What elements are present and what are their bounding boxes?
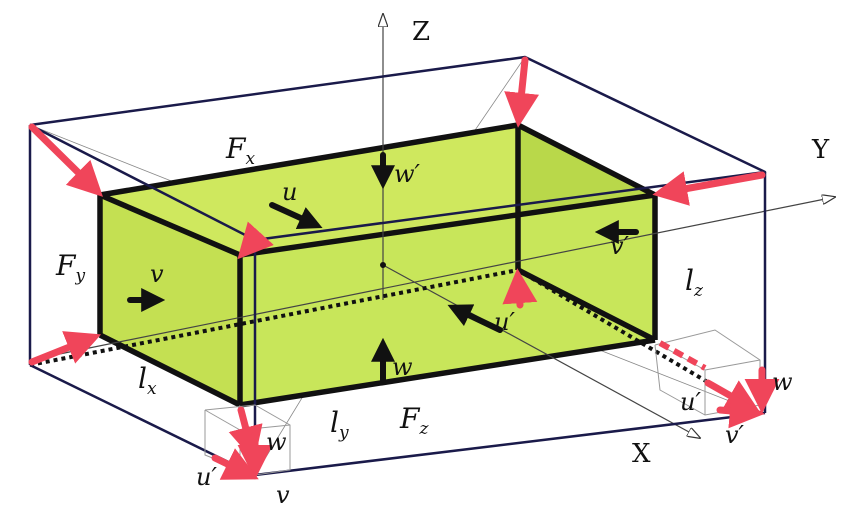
force-label-fz: Fz [399, 402, 429, 439]
inner-box [97, 122, 658, 408]
length-label-lx: lx [138, 362, 157, 399]
box-edge-bottom-front [239, 337, 656, 408]
label-corner-front-v: v [276, 481, 290, 509]
label-corner-right-w: w [772, 368, 793, 396]
origin-point [380, 262, 386, 268]
arrow-top-front [237, 221, 274, 260]
corner-arrows [28, 56, 780, 480]
arrow-right-u-prime [716, 393, 765, 429]
dashed-red-arrow [658, 340, 707, 371]
label-corner-right-v-prime: v′ [725, 421, 745, 449]
y-axis [29, 197, 835, 361]
x-axis [382, 264, 700, 438]
label-w-prime: w′ [394, 160, 421, 188]
force-label-fx: Fx [225, 132, 255, 169]
arrow-bottom-left [28, 331, 102, 366]
label-v-prime: v′ [610, 232, 630, 260]
arrow-u-prime [447, 304, 503, 333]
outer-frame [28, 55, 767, 477]
axis-label-x: X [632, 439, 651, 469]
arrow-top-left [28, 123, 103, 197]
label-u-prime: u′ [494, 308, 515, 336]
label-u: u [282, 178, 297, 206]
arrow-front-u-prime [211, 448, 259, 480]
axis-label-y: Y [811, 135, 830, 165]
arrow-top-back [504, 56, 540, 128]
arrow-front-w [228, 406, 263, 462]
length-label-ly: ly [330, 406, 349, 443]
label-w: w [392, 353, 413, 381]
label-corner-front-w: w [266, 428, 287, 456]
label-v: v [150, 260, 164, 288]
box-edge-bottom-left [98, 332, 242, 408]
face-arrows [127, 152, 639, 383]
arrow-u [269, 202, 323, 229]
arrow-bottom-back [502, 268, 538, 309]
axis-label-z: Z [412, 17, 430, 47]
label-corner-front-u-prime: u′ [196, 463, 217, 491]
label-corner-right-u-prime: u′ [680, 388, 701, 416]
length-label-lz: lz [685, 264, 704, 301]
arrow-top-right [652, 171, 766, 206]
force-label-fy: Fy [55, 249, 85, 286]
